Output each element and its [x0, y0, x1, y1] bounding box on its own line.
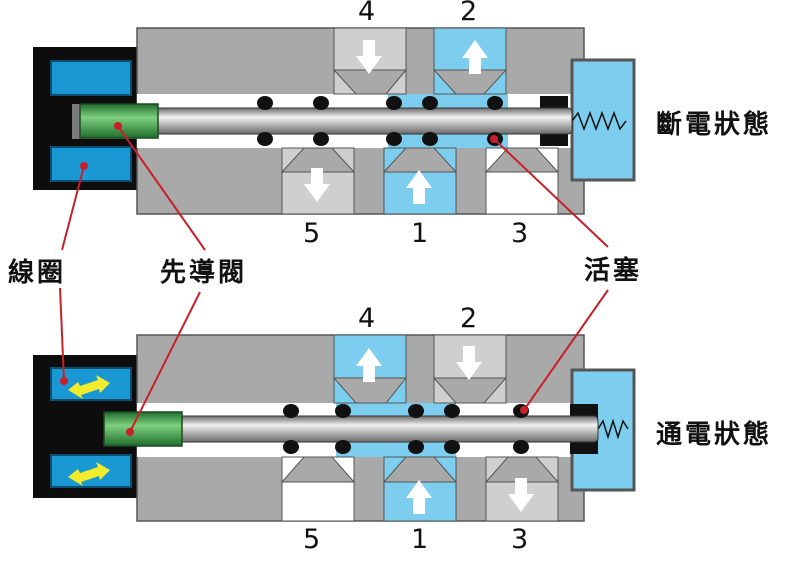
o-ring [257, 96, 273, 110]
energized-arrow-icon [68, 375, 110, 399]
leader-line-coil-bottom [59, 287, 65, 382]
callout-piston: 活塞 [584, 256, 643, 286]
coil-winding-lower [50, 146, 132, 182]
spring-chamber [570, 58, 636, 182]
return-spring [597, 418, 629, 440]
o-ring [257, 132, 273, 146]
port-label-2-bottom: 2 [460, 303, 478, 334]
leader-line-pilot-bottom [129, 291, 201, 433]
port-label-1-bottom: 1 [411, 524, 429, 555]
o-ring [444, 440, 460, 454]
o-ring [408, 404, 424, 418]
o-ring [386, 96, 402, 110]
valve-seat [332, 377, 408, 404]
leader-line-pilot-top [117, 125, 206, 251]
o-ring [444, 404, 460, 418]
flow-arrow-up [462, 40, 488, 74]
leader-lines [59, 125, 609, 433]
o-ring [408, 440, 424, 454]
valve-seat [332, 69, 408, 95]
port-label-4-bottom: 4 [358, 303, 376, 334]
valve-de-energized [33, 27, 636, 215]
port-label-5-top: 5 [303, 218, 321, 249]
port-label-3-bottom: 3 [511, 524, 529, 555]
leader-line-piston-top [493, 138, 609, 248]
o-ring [283, 404, 299, 418]
o-ring [335, 404, 351, 418]
port-label-5-bottom: 5 [303, 524, 321, 555]
leader-dot [126, 428, 134, 436]
leader-dot [520, 406, 528, 414]
spool-rod [173, 415, 599, 443]
valve-seat [432, 69, 508, 95]
flow-arrow-up [406, 170, 432, 204]
port-label-3-top: 3 [511, 218, 529, 249]
state-label-energized: 通電狀態 [656, 420, 773, 450]
valve-seat [280, 147, 356, 173]
o-ring [513, 440, 529, 454]
leader-dot [490, 135, 498, 143]
valve-seat [484, 456, 560, 483]
o-ring [422, 132, 438, 146]
flow-arrow-down [508, 478, 534, 512]
leader-line-piston-bottom [523, 289, 609, 411]
leader-dots [60, 122, 528, 436]
leader-dot [60, 377, 68, 385]
state-label-de-energized: 斷電狀態 [656, 110, 773, 140]
valve-seat [382, 456, 458, 483]
port-label-1-top: 1 [411, 218, 429, 249]
pilot-valve [79, 103, 159, 139]
leader-line-coil-top [61, 165, 85, 251]
o-ring [283, 440, 299, 454]
o-ring [422, 96, 438, 110]
valve-energized [33, 334, 636, 522]
return-spring [571, 110, 627, 132]
spool-rod [147, 107, 573, 135]
o-ring [335, 440, 351, 454]
flow-arrow-down [456, 346, 482, 380]
flow-arrow-up [406, 480, 432, 514]
flow-arrow-down [304, 168, 330, 202]
pilot-valve [103, 411, 183, 447]
leader-dot [80, 162, 88, 170]
leader-dot [114, 122, 122, 130]
coil-winding-upper [50, 60, 132, 96]
callout-pilot-valve: 先導閥 [160, 258, 248, 288]
o-ring [386, 132, 402, 146]
valve-seat [432, 377, 508, 404]
energized-arrow-icon [68, 462, 110, 486]
o-ring [313, 96, 329, 110]
flow-arrow-down [356, 40, 382, 74]
o-ring [487, 96, 503, 110]
flow-arrow-up [356, 348, 382, 382]
o-ring [313, 132, 329, 146]
valve-seat [280, 456, 356, 483]
port-label-4-top: 4 [358, 0, 376, 27]
valve-seat [484, 147, 560, 173]
port-label-2-top: 2 [460, 0, 478, 27]
valve-seat [382, 147, 458, 173]
callout-coil: 線圈 [8, 258, 67, 288]
